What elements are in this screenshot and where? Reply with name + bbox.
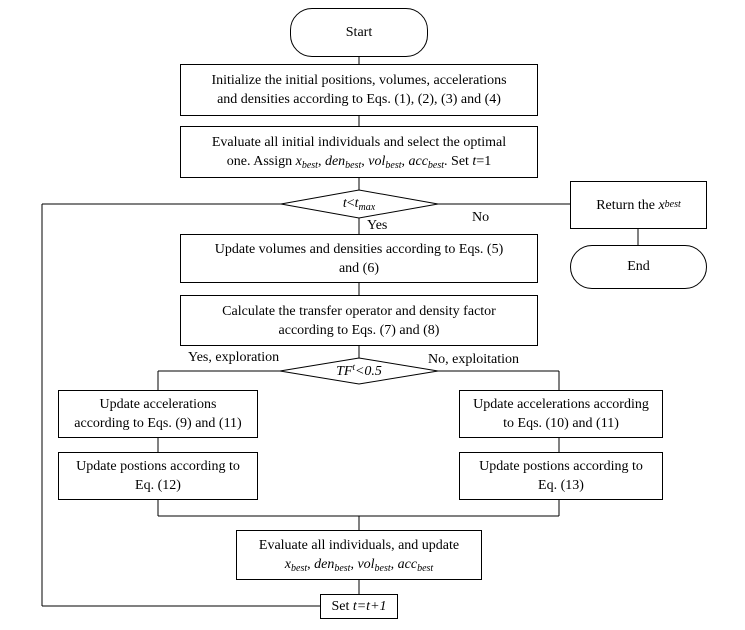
comma: , bbox=[350, 557, 354, 572]
transfer-line2: according to Eqs. (7) and (8) bbox=[278, 322, 440, 338]
tf-condition-text: TFt<0.5 bbox=[336, 362, 382, 380]
best-sub: best bbox=[301, 160, 318, 171]
explore-acc-line2: according to Eqs. (9) and (11) bbox=[74, 416, 242, 431]
exploit-positions-box: Update postions according to Eq. (13) bbox=[459, 452, 663, 500]
comma: , bbox=[361, 154, 365, 169]
vol-var: vol bbox=[368, 154, 386, 169]
yes-exploration-label: Yes, exploration bbox=[188, 350, 280, 365]
end-label: End bbox=[627, 259, 650, 274]
update-volumes-box: Update volumes and densities according t… bbox=[180, 234, 538, 283]
update-volumes-line2: and (6) bbox=[338, 260, 380, 276]
initialize-box: Initialize the initial positions, volume… bbox=[180, 64, 538, 116]
best-sub: best bbox=[417, 563, 434, 574]
transfer-line1: Calculate the transfer operator and dens… bbox=[222, 303, 496, 319]
yes-label: Yes bbox=[367, 218, 388, 233]
evaluate-all-line1: Evaluate all individuals, and update bbox=[258, 538, 460, 553]
evaluate-initial-line1: Evaluate all initial individuals and sel… bbox=[211, 135, 507, 150]
x-var: x bbox=[295, 154, 302, 169]
comma: , bbox=[317, 154, 322, 169]
start-label: Start bbox=[345, 24, 373, 40]
loop-condition-text: t<tmax bbox=[342, 196, 376, 213]
end-terminal: End bbox=[570, 245, 707, 289]
period: . bbox=[444, 154, 448, 169]
t-var: t bbox=[342, 196, 347, 211]
transfer-operator-box: Calculate the transfer operator and dens… bbox=[180, 295, 538, 346]
evaluate-initial-box: Evaluate all initial individuals and sel… bbox=[180, 126, 538, 178]
assign-prefix: one. Assign bbox=[226, 154, 293, 169]
exploit-acc-line2: to Eqs. (10) and (11) bbox=[503, 416, 619, 431]
loop-decision-diamond bbox=[280, 189, 439, 219]
evaluate-all-line2: xbest, denbest, volbest, accbest bbox=[285, 555, 433, 574]
eq-one: =1 bbox=[476, 154, 492, 169]
best-sub: best bbox=[374, 563, 391, 574]
explore-accelerations-box: Update accelerations according to Eqs. (… bbox=[58, 390, 258, 438]
update-volumes-line1: Update volumes and densities according t… bbox=[214, 241, 504, 257]
explore-pos-line1: Update postions according to bbox=[76, 459, 240, 474]
best-sub: best bbox=[427, 160, 445, 171]
t-var: t bbox=[472, 154, 477, 169]
set-t-box: Set t=t+1 bbox=[320, 594, 398, 619]
comma: , bbox=[307, 557, 311, 572]
comma: , bbox=[401, 154, 405, 169]
less-than: < bbox=[346, 196, 355, 211]
exploit-accelerations-box: Update accelerations according to Eqs. (… bbox=[459, 390, 663, 438]
exploit-pos-line2: Eq. (13) bbox=[538, 478, 584, 493]
x-var: x bbox=[658, 197, 665, 213]
den-var: den bbox=[314, 557, 335, 572]
initialize-line1: Initialize the initial positions, volume… bbox=[211, 73, 507, 88]
evaluate-initial-line2: one. Assign xbest, denbest, volbest, acc… bbox=[227, 152, 491, 171]
evaluate-all-box: Evaluate all individuals, and update xbe… bbox=[236, 530, 482, 580]
explore-pos-line2: Eq. (12) bbox=[135, 478, 181, 493]
tf-threshold: <0.5 bbox=[354, 364, 382, 379]
explore-acc-line1: Update accelerations bbox=[99, 397, 217, 412]
no-exploitation-label: No, exploitation bbox=[428, 352, 519, 367]
max-sub: max bbox=[358, 202, 376, 213]
t-var: t bbox=[354, 196, 359, 211]
x-var: x bbox=[284, 557, 291, 572]
best-sub: best bbox=[291, 563, 308, 574]
explore-positions-box: Update postions according to Eq. (12) bbox=[58, 452, 258, 500]
best-sub: best bbox=[345, 160, 362, 171]
t-increment: t=t+1 bbox=[352, 599, 387, 614]
comma: , bbox=[390, 557, 395, 572]
start-terminal: Start bbox=[290, 8, 428, 57]
exploit-pos-line1: Update postions according to bbox=[479, 459, 643, 474]
exploit-acc-line1: Update accelerations according bbox=[473, 397, 649, 412]
best-sub: best bbox=[334, 563, 351, 574]
initialize-line2: and densities according to Eqs. (1), (2)… bbox=[217, 92, 501, 107]
t-sup: t bbox=[352, 362, 355, 372]
tf-decision-diamond bbox=[279, 357, 439, 385]
acc-var: acc bbox=[408, 154, 428, 169]
vol-var: vol bbox=[357, 557, 375, 572]
no-label: No bbox=[472, 210, 490, 225]
acc-var: acc bbox=[397, 557, 418, 572]
den-var: den bbox=[324, 154, 346, 169]
return-text: Return the bbox=[596, 197, 655, 213]
set-word: Set bbox=[331, 599, 350, 614]
best-sub: best bbox=[385, 160, 402, 171]
tf-var: TF bbox=[336, 364, 353, 379]
set-word: Set bbox=[451, 154, 469, 169]
